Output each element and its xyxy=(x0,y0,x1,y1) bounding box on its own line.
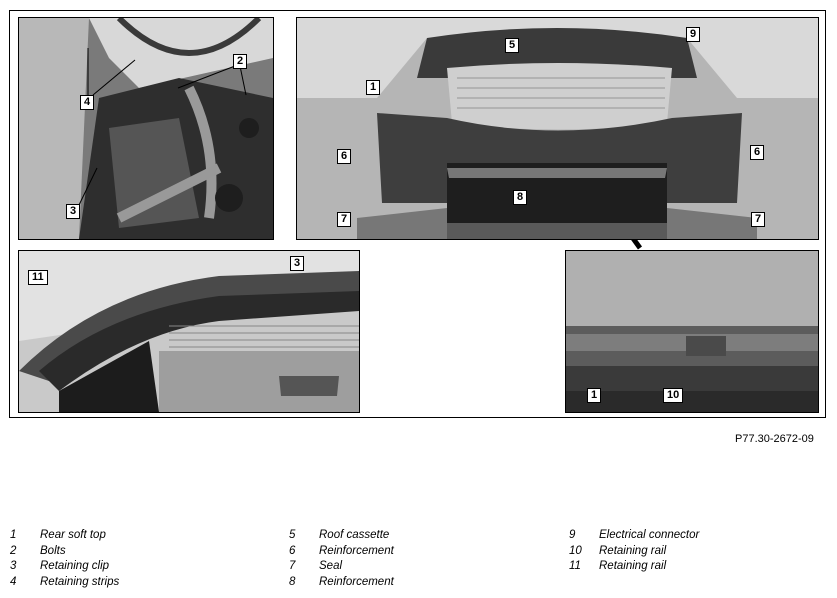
photo-retaining-rail-detail xyxy=(565,250,819,413)
callout-8: 8 xyxy=(513,190,528,205)
callout-9: 9 xyxy=(686,27,701,42)
callout-7: 7 xyxy=(751,212,766,227)
callout-6: 6 xyxy=(337,149,352,164)
photo-illustration xyxy=(19,251,359,412)
photo-rear-soft-top xyxy=(296,17,819,240)
callout-4: 4 xyxy=(80,95,95,110)
photo-illustration xyxy=(297,18,818,239)
figure-reference: P77.30-2672-09 xyxy=(735,433,814,445)
callout-10: 10 xyxy=(663,388,684,403)
callout-6: 6 xyxy=(750,145,765,160)
callout-5: 5 xyxy=(505,38,520,53)
callout-2: 2 xyxy=(233,54,248,69)
callout-1: 1 xyxy=(366,80,381,95)
photo-retaining-rail xyxy=(18,250,360,413)
callout-3: 3 xyxy=(290,256,305,271)
callout-1: 1 xyxy=(587,388,602,403)
callout-3: 3 xyxy=(66,204,81,219)
photo-bolts-retaining-strips xyxy=(18,17,274,240)
photo-illustration xyxy=(566,251,818,412)
callout-11: 11 xyxy=(28,270,48,285)
callout-7: 7 xyxy=(337,212,352,227)
photo-illustration xyxy=(19,18,273,239)
